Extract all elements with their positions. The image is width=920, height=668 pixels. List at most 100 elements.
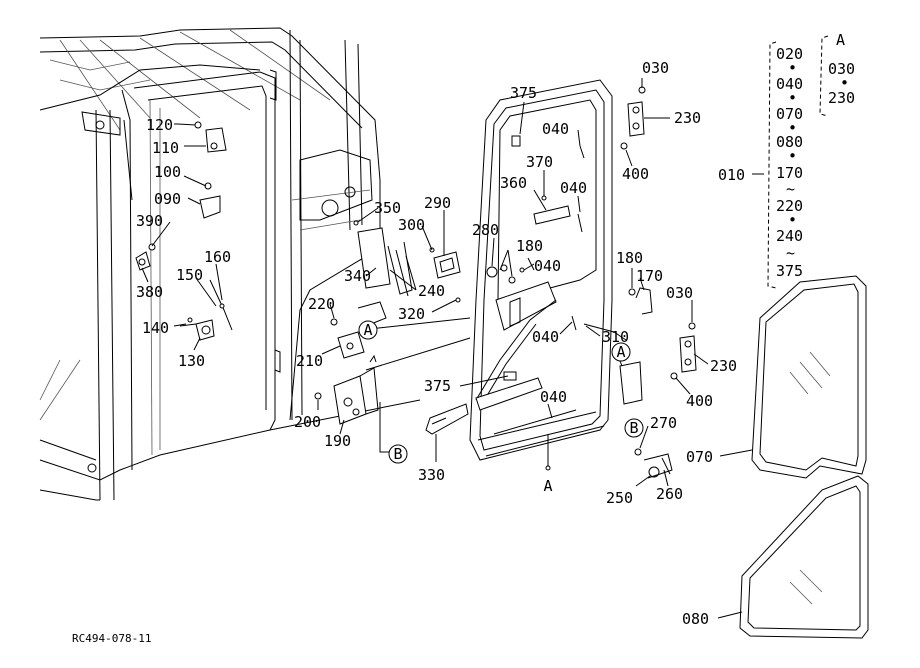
label-160: 160 bbox=[204, 248, 231, 266]
part-080-glass bbox=[739, 475, 869, 639]
label-080: 080 bbox=[682, 610, 709, 628]
group-item-4: 170 bbox=[776, 164, 803, 182]
label-200: 200 bbox=[294, 413, 321, 431]
label-040-lower: 040 bbox=[532, 328, 559, 346]
group-item-1: 040 bbox=[776, 75, 803, 93]
door-frame-drawing bbox=[425, 79, 613, 471]
label-140: 140 bbox=[142, 319, 169, 337]
label-170: 170 bbox=[636, 267, 663, 285]
part-230-hinge-upper bbox=[627, 101, 645, 137]
label-110: 110 bbox=[152, 139, 179, 157]
svg-text:A: A bbox=[616, 343, 625, 361]
parts-left bbox=[135, 121, 461, 425]
label-250: 250 bbox=[606, 489, 633, 507]
label-180-right: 180 bbox=[616, 249, 643, 267]
marker-a-door-bottom: A bbox=[543, 477, 552, 495]
label-350: 350 bbox=[374, 199, 401, 217]
marker-b-right bbox=[624, 418, 644, 438]
drawing-code: RC494-078-11 bbox=[72, 632, 151, 645]
label-040-mid: 040 bbox=[560, 179, 587, 197]
group-item-7: 375 bbox=[776, 262, 803, 280]
part-380-bracket bbox=[135, 251, 151, 271]
group-sep-6: ~ bbox=[786, 244, 795, 262]
marker-a-left bbox=[358, 320, 378, 340]
label-400-upper: 400 bbox=[622, 165, 649, 183]
part-290-handle bbox=[433, 251, 461, 279]
label-220: 220 bbox=[308, 295, 335, 313]
label-290: 290 bbox=[424, 194, 451, 212]
label-010: 010 bbox=[718, 166, 745, 184]
group-item-3: 080 bbox=[776, 133, 803, 151]
group-sep-4: ~ bbox=[786, 180, 795, 198]
part-375-pad-lower bbox=[503, 371, 517, 381]
part-375-pad-upper bbox=[511, 135, 521, 147]
sub-group-item-0: 030 bbox=[828, 60, 855, 78]
label-320: 320 bbox=[398, 305, 425, 323]
part-070-glass bbox=[751, 275, 867, 479]
group-item-0: 020 bbox=[776, 45, 803, 63]
part-310-latch bbox=[619, 361, 643, 405]
sub-group-marker: A bbox=[836, 31, 845, 49]
label-210: 210 bbox=[296, 352, 323, 370]
group-sep-2: • bbox=[788, 119, 797, 137]
group-list: 020 • 040 • 070 • 080 • 170 ~ 220 • 240 … bbox=[776, 45, 803, 280]
svg-text:A: A bbox=[363, 321, 372, 339]
label-310: 310 bbox=[602, 328, 629, 346]
label-040-door: 040 bbox=[534, 257, 561, 275]
svg-text:B: B bbox=[393, 445, 402, 463]
part-340-panel bbox=[357, 227, 391, 289]
label-375-lower: 375 bbox=[424, 377, 451, 395]
label-100: 100 bbox=[154, 163, 181, 181]
label-370: 370 bbox=[526, 153, 553, 171]
label-190: 190 bbox=[324, 432, 351, 450]
sub-group-sep: • bbox=[840, 74, 849, 92]
group-sep-5: • bbox=[788, 211, 797, 229]
group-item-5: 220 bbox=[776, 197, 803, 215]
label-240: 240 bbox=[418, 282, 445, 300]
label-150: 150 bbox=[176, 266, 203, 284]
label-360: 360 bbox=[500, 174, 527, 192]
part-210-lock bbox=[337, 331, 365, 359]
marker-a-right bbox=[611, 342, 631, 362]
marker-b-left bbox=[388, 444, 408, 464]
part-130-latch bbox=[195, 319, 215, 341]
label-260: 260 bbox=[656, 485, 683, 503]
label-180-door: 180 bbox=[516, 237, 543, 255]
part-labels: 120 110 100 090 390 380 160 150 140 130 … bbox=[136, 59, 745, 628]
label-375-upper: 375 bbox=[510, 84, 537, 102]
label-330: 330 bbox=[418, 466, 445, 484]
label-300: 300 bbox=[398, 216, 425, 234]
label-030-upper: 030 bbox=[642, 59, 669, 77]
label-030-lower: 030 bbox=[666, 284, 693, 302]
group-bracket bbox=[767, 35, 829, 289]
sub-group-item-1: 230 bbox=[828, 89, 855, 107]
cab-frame-drawing bbox=[39, 27, 421, 501]
label-270: 270 bbox=[650, 414, 677, 432]
part-230-hinge-lower bbox=[679, 335, 697, 373]
part-330-trim bbox=[425, 403, 469, 435]
svg-text:B: B bbox=[629, 419, 638, 437]
label-340: 340 bbox=[344, 267, 371, 285]
label-400-lower: 400 bbox=[686, 392, 713, 410]
label-380: 380 bbox=[136, 283, 163, 301]
glass-panels bbox=[739, 275, 869, 639]
group-sep-3: • bbox=[788, 147, 797, 165]
label-040-upper: 040 bbox=[542, 120, 569, 138]
hinge-parts bbox=[583, 86, 697, 479]
label-230-lower: 230 bbox=[710, 357, 737, 375]
reference-markers: A A B B A bbox=[358, 320, 644, 495]
part-310-plate bbox=[495, 281, 557, 331]
label-040-bottom: 040 bbox=[540, 388, 567, 406]
sub-group: A 030 • 230 bbox=[828, 31, 855, 107]
label-280: 280 bbox=[472, 221, 499, 239]
group-sep-0: • bbox=[788, 59, 797, 77]
leader-lines bbox=[141, 78, 764, 619]
label-090: 090 bbox=[154, 190, 181, 208]
part-190-latch bbox=[333, 375, 367, 425]
label-120: 120 bbox=[146, 116, 173, 134]
label-070: 070 bbox=[686, 448, 713, 466]
label-230-upper: 230 bbox=[674, 109, 701, 127]
group-item-6: 240 bbox=[776, 227, 803, 245]
label-390: 390 bbox=[136, 212, 163, 230]
